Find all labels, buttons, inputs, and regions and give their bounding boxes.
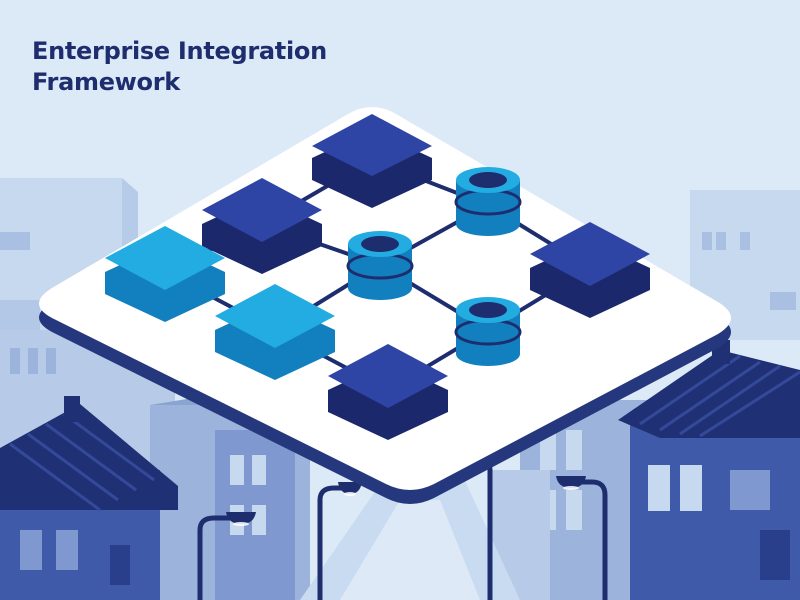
page-title: Enterprise Integration Framework [32,36,327,98]
title-line-1: Enterprise Integration [32,37,327,65]
cyan-block-icon [105,226,335,380]
right-buildings [490,340,800,600]
database-icon [346,167,522,366]
server-block-icon [202,114,650,440]
street [300,470,520,600]
title-line-2: Framework [32,68,180,96]
